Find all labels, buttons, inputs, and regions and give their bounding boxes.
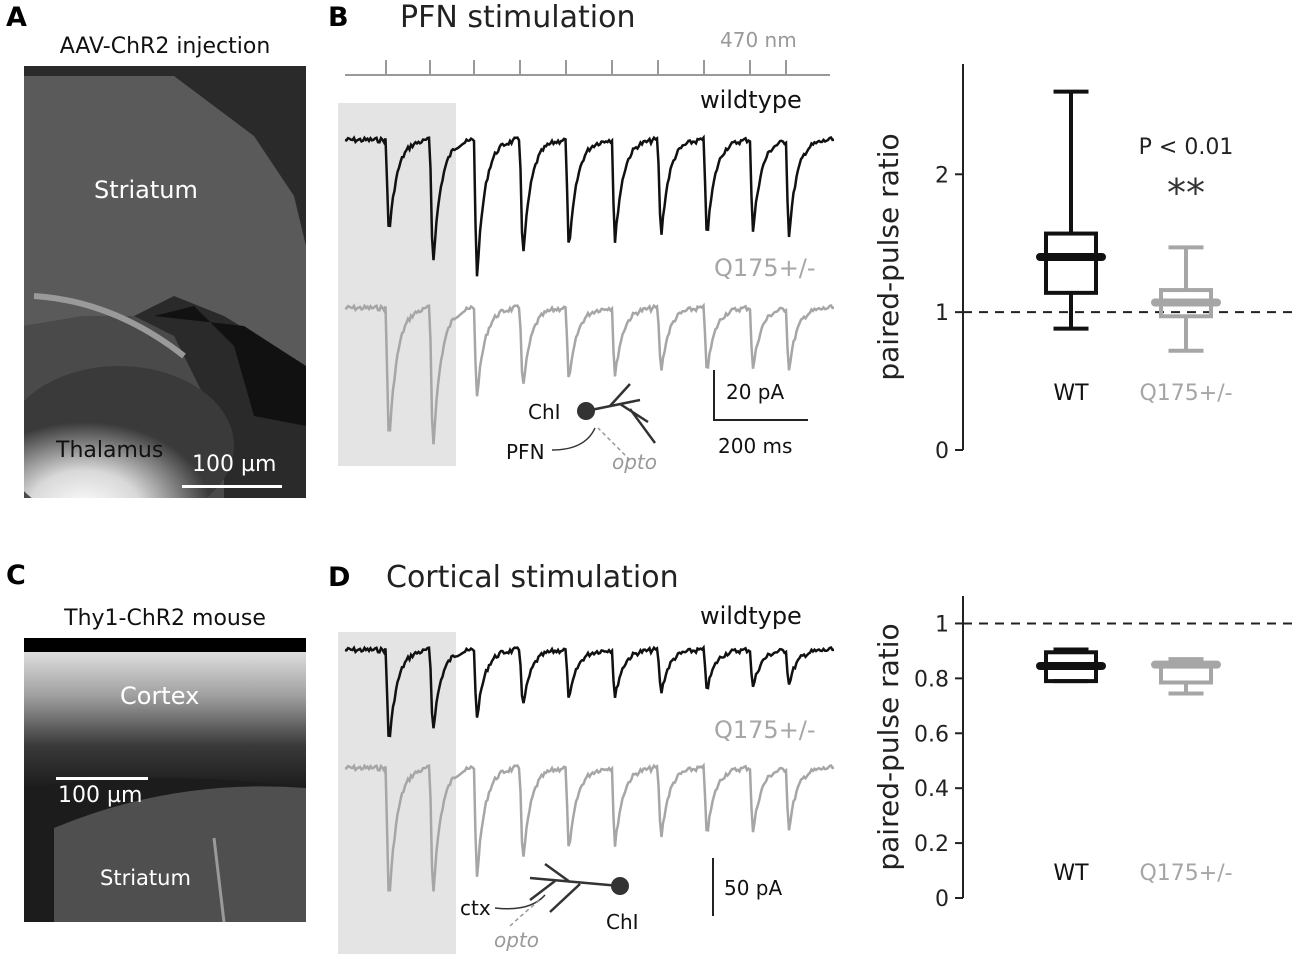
y-tick-label: 1 bbox=[935, 612, 949, 637]
panel-a-title: AAV-ChR2 injection bbox=[59, 34, 271, 59]
panel-d-title: Cortical stimulation bbox=[386, 560, 679, 595]
cortex-label: Cortex bbox=[120, 682, 200, 710]
scale-bar-a bbox=[182, 485, 282, 488]
stim-shade-b bbox=[338, 103, 456, 466]
y-tick-label: 0 bbox=[935, 887, 949, 912]
dendrite-icon-d bbox=[529, 862, 621, 913]
panel-letter-d: D bbox=[328, 562, 351, 593]
scale-bar-c bbox=[56, 777, 148, 780]
chi-label-d: ChI bbox=[606, 910, 639, 934]
panel-b-title: PFN stimulation bbox=[400, 0, 636, 35]
y-tick-label: 2 bbox=[935, 163, 949, 188]
cortex-striatum-micrograph bbox=[24, 638, 306, 922]
scale-y-label-b: 20 pA bbox=[726, 380, 785, 404]
y-axis-label: paired-pulse ratio bbox=[872, 133, 905, 380]
scale-x-label-b: 200 ms bbox=[718, 434, 793, 458]
ctx-arrow bbox=[494, 894, 546, 910]
striatum-label: Striatum bbox=[94, 176, 198, 204]
trace-label-wt-b: wildtype bbox=[700, 86, 802, 114]
scale-bar-label-a: 100 µm bbox=[192, 452, 277, 477]
category-label: WT bbox=[1053, 861, 1089, 886]
scale-bar-label-c: 100 µm bbox=[58, 783, 143, 808]
p-value-annotation: P < 0.01 bbox=[1139, 135, 1234, 160]
box-q175 bbox=[1151, 657, 1221, 696]
box-iqr bbox=[1044, 231, 1098, 295]
box-wt bbox=[1036, 89, 1106, 331]
trace-q175-b bbox=[344, 302, 835, 445]
y-tick-label: 0.2 bbox=[914, 832, 949, 857]
trace-label-q175-b: Q175+/- bbox=[714, 254, 816, 282]
striatum-label-c: Striatum bbox=[100, 866, 191, 890]
traces-b bbox=[338, 60, 835, 466]
y-tick-label: 0.8 bbox=[914, 667, 949, 692]
trace-wt-d bbox=[344, 644, 835, 738]
trace-label-wt-d: wildtype bbox=[700, 602, 802, 630]
opto-label-d: opto bbox=[494, 928, 540, 952]
traces-d bbox=[338, 632, 835, 954]
chi-label-b: ChI bbox=[528, 400, 561, 424]
y-tick-label: 0.6 bbox=[914, 722, 949, 747]
category-label: Q175+/- bbox=[1139, 381, 1232, 406]
stim-wavelength-label: 470 nm bbox=[720, 28, 797, 52]
significance-stars: ** bbox=[1167, 171, 1205, 215]
y-axis-label: paired-pulse ratio bbox=[872, 623, 905, 870]
scale-bar-b bbox=[713, 370, 808, 421]
panel-letter-c: C bbox=[6, 560, 26, 591]
trace-label-q175-d: Q175+/- bbox=[714, 716, 816, 744]
y-tick-label: 0.4 bbox=[914, 777, 949, 802]
opto-arrow-d bbox=[509, 899, 541, 927]
opto-arrow bbox=[597, 427, 631, 461]
pfn-label: PFN bbox=[506, 440, 545, 464]
box-wt bbox=[1036, 647, 1106, 684]
box-q175 bbox=[1151, 245, 1221, 353]
panel-c-title: Thy1-ChR2 mouse bbox=[64, 606, 266, 631]
category-label: Q175+/- bbox=[1139, 861, 1232, 886]
striatum-thalamus-micrograph bbox=[24, 66, 306, 498]
pfn-arrow bbox=[551, 427, 596, 451]
category-label: WT bbox=[1053, 381, 1089, 406]
panel-letter-b: B bbox=[328, 2, 349, 33]
y-tick-label: 1 bbox=[935, 301, 949, 326]
dendrite-icon bbox=[585, 383, 657, 444]
trace-q175-d bbox=[344, 762, 835, 892]
scale-y-label-d: 50 pA bbox=[724, 876, 783, 900]
y-tick-label: 0 bbox=[935, 439, 949, 464]
trace-wt-b bbox=[344, 134, 835, 277]
ctx-label: ctx bbox=[460, 896, 491, 920]
opto-label-b: opto bbox=[612, 450, 658, 474]
thalamus-label: Thalamus bbox=[56, 438, 164, 463]
panel-letter-a: A bbox=[6, 2, 27, 33]
